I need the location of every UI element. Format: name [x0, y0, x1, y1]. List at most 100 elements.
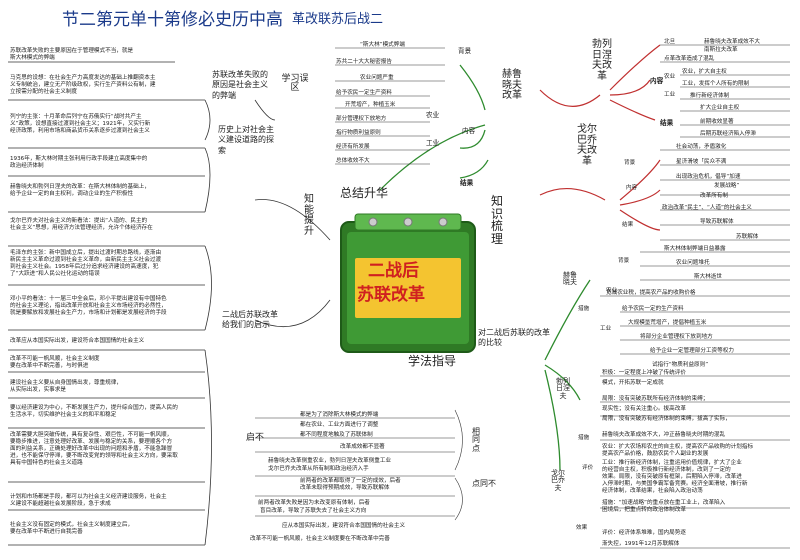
right-lower-item: 试指行“物质利益原则” [652, 362, 709, 368]
left-note-text: 义”政策，设想直接过渡到社会主义；1921年，又实行新 [10, 121, 151, 127]
right-lower-item: 将部分企业管理权下放到地方 [640, 334, 713, 340]
right-mid-item: 星济滑坡「民众不满 [676, 159, 727, 165]
study-guide-item: 前两者改革失败是因为未改变原有体制，后者 [258, 500, 370, 506]
left-note-text: 马克思的设想：在社会生产力高度发达的基础上推翻资本主 [10, 75, 156, 81]
right-top-item: 赫鲁晓夫改革成效不大 [704, 39, 760, 45]
rt-label-industry: 工业 [664, 92, 676, 98]
label-result: 结果 [460, 179, 474, 187]
left-note-text: 改革不可能一帆风顺，社会主义制度 [10, 356, 100, 362]
summary-label: 总结升华 [340, 186, 389, 200]
rt-label-agriculture: 农业 [664, 74, 676, 80]
label-background: 背景 [458, 47, 472, 55]
right-top-item: 工业，发挥个人所有的限制 [682, 81, 750, 87]
rm-label-background: 背景 [624, 160, 636, 166]
agriculture-item: 总体收效不大 [336, 158, 370, 164]
left-note-text: 经济政策，利用市场和商品货币关系逐步过渡到社会主义 [10, 128, 150, 134]
study-conclusion-2: 改革不可能一帆风顺，社会主义制度要在不断改革中完善 [250, 536, 390, 542]
right-lower-item: 宽减农业税，提高农产品的收购价格 [606, 290, 696, 296]
left-note-text: 建设社会主义要从自身国情出发，尊重规律， [10, 380, 122, 386]
background-item: “斯大林”模式弊端 [360, 42, 405, 48]
branch-ability: 知能提升 [304, 194, 314, 237]
study-guide-item: 赫鲁晓夫改革侧重农业，勃列日涅夫改革侧重工业 [268, 458, 392, 464]
right-lower-item: 给予企业一定管理部分工资等权力 [650, 348, 734, 354]
left-note-text: 赫鲁晓夫和勃列日涅夫的改革：在斯大林体制的基础上， [10, 184, 150, 190]
study-guide-item: 都在农业、工业方面进行了调整 [300, 422, 379, 428]
right-top-item: 扩大企业自主权 [700, 105, 740, 111]
right-bottom-item: 渐失控，1991年12月苏联解体 [602, 541, 680, 547]
left-note-text: 戈尔巴乔夫对社会主义的新看法：提出“人道的、民主的 [10, 218, 148, 224]
branch-history: 历史上对社会主义建设道路的探索 [218, 125, 274, 155]
agriculture-item: 指行物质利益原则 [336, 130, 381, 136]
left-note-text: 计划和市场都是手段，都可以为社会主义经济建设服务，社会主 [10, 494, 167, 500]
left-note-text: 社会主义”思想，用经济方法管理经济，允许个体经济存在 [10, 225, 153, 231]
page-title: 节二第元单十第修必史历中高 [62, 10, 283, 30]
right-mid-item: 导致苏联解体 [700, 219, 734, 225]
right-bottom-item: 评价：经济体系堆难，国内局势逐 [602, 530, 686, 536]
right-lower-item: 斯大林体制弊端日益暴露 [664, 246, 726, 252]
right-bottom-item: 效果。局限，没有突破原有框架，后期陷入停滞，改革进 [602, 474, 742, 480]
rl-label-industry: 工业 [600, 326, 612, 332]
left-note-text: 具有中国特色的社会主义道路 [10, 460, 83, 466]
page-subtitle: 革改联苏后战二 [292, 12, 384, 27]
branch-enlighten: 启不 [245, 433, 264, 443]
left-note-text: 改革需要大胆突破传统，具有复杂性、艰巨性，不可能一帆风顺， [10, 432, 173, 438]
agriculture-item: 开荒增产，种植玉米 [345, 102, 396, 108]
compare-label: 对二战后苏联的改革的比较 [478, 328, 550, 347]
left-note-text: 到社会主义社会。1958年后过分追求经济建设的高速度，犯 [10, 264, 159, 270]
background-item: 农业问题严重 [360, 75, 394, 81]
right-lower-item: 给予农民一定的生产资料 [622, 306, 684, 312]
label-same: 相同点 [472, 427, 480, 453]
right-bottom-item: 局限：没有突破苏联所有经济体制的束缚； [602, 396, 709, 402]
label-agriculture: 农业 [426, 111, 440, 119]
rm-label-content: 内容 [626, 185, 638, 191]
right-bottom-item: 入停滞时期，与美国争霸军备竞赛。经济全面滑坡，推行新 [602, 481, 748, 487]
left-note-text: 列宁的主张：十月革命后列宁在苏俄实行“战时共产主 [10, 114, 142, 120]
left-note-text: 从实际出发，实事求是 [10, 387, 66, 393]
right-bottom-item: 赫鲁晓夫改革成效不大，冲正赫鲁晓夫时期的混乱 [602, 432, 726, 438]
right-mid-item: 社会动荡，矛盾激化 [676, 144, 727, 150]
right-bottom-item: 局限，没有突破苏有经济体制的束缚，拔高了实际， [602, 416, 731, 422]
left-note-text: 就是要解放和发展社会生产力，市场和计划都是发展经济的手段 [10, 310, 167, 316]
badge-line1: 二战后 [368, 261, 419, 281]
left-note-text: 毛泽东的主张：新中国成立后，提出过渡时期总路线，逐渐由 [10, 250, 162, 256]
label-content: 内容 [462, 127, 476, 135]
left-note-text: 了“大跃进”和人民公社化运动的错误 [10, 271, 100, 277]
right-top-item: 推行新经济体制 [690, 93, 730, 99]
right-mid-item: 发展战略” [714, 183, 740, 189]
right-bottom-item: 措施：“加速战略”的重点放在重工业上，改革陷入 [602, 500, 726, 506]
right-mid-item: 出现政治危机，倡导“加速 [676, 174, 741, 180]
left-note-text: 义专制统治，建立无产阶级政权，实行生产资料公有制，建 [10, 82, 156, 88]
branch-gorbachev: 戈尔巴乔夫改革 [577, 124, 597, 167]
right-top-item: 南斯拉夫改革 [704, 47, 738, 53]
right-mid-item: 政治改革“民主”、“人道”的社会主义 [662, 205, 752, 211]
right-lower-item: 农业问题堆托 [676, 260, 710, 266]
background-item: 苏共二十大大秘密报告 [336, 59, 392, 65]
right-mid-item: 改革所有制 [700, 193, 728, 199]
left-note-text: 立按需分配的社会主义制度 [10, 89, 78, 95]
rb-label-measures: 措施 [578, 435, 590, 441]
right-top-item: 北旦 [664, 39, 676, 45]
agriculture-item: 部分管理权下放地方 [336, 116, 387, 122]
branch-evaluation: 二战后苏联改革给我们的启示 [222, 310, 278, 330]
left-note-text: 斯大林模式的弊端 [10, 55, 55, 61]
right-bottom-item: 经济体制，改革结果，社会陷入政治动荡 [602, 488, 703, 494]
left-note-text: 义建设不能超越社会发展阶段，急于求成 [10, 501, 111, 507]
right-bottom-item: 农业：扩大农场和农庄的自主权，提高农产品收购的计划指标 [602, 444, 754, 450]
left-note-text: 政治经济体制 [10, 163, 44, 169]
branch-reason: 苏联改革失败的原因是社会主义的弊端 [212, 70, 268, 100]
left-note-text: 进，也不能保守停滞，要不断改变党的领导和社会主义方向，要采取 [10, 453, 178, 459]
left-note-text: 新民主主义革命过渡到社会主义革命，由新民主主义社会过渡 [10, 257, 162, 263]
right-bottom-item: 困境后，把重点转向政治体制改革 [602, 507, 686, 513]
study-guide-item: 都是为了消除斯大林模式的弊端 [300, 412, 379, 418]
left-note-text: 社会主义没有固定的模式，社会主义制度建立后， [10, 522, 134, 528]
left-note-text: 面的利益关系，正确处理好改革中出现的问题和矛盾，不能急躁冒 [10, 446, 173, 452]
rl-label-measures: 措施 [578, 306, 590, 312]
rt-label-result: 结果 [660, 119, 674, 127]
branch-brezhnev2: 勃列日涅夫 [556, 377, 570, 400]
branch-khrushchev: 赫鲁晓夫改革 [502, 69, 522, 101]
agriculture-item: 经济有所发展 [336, 144, 370, 150]
left-note-text: 苏联改革失败的主要原因在于管理模式不当，就是 [10, 48, 134, 54]
branch-khrushchev2: 赫鲁晓夫 [563, 271, 577, 287]
rl-label-background: 背景 [618, 258, 630, 264]
